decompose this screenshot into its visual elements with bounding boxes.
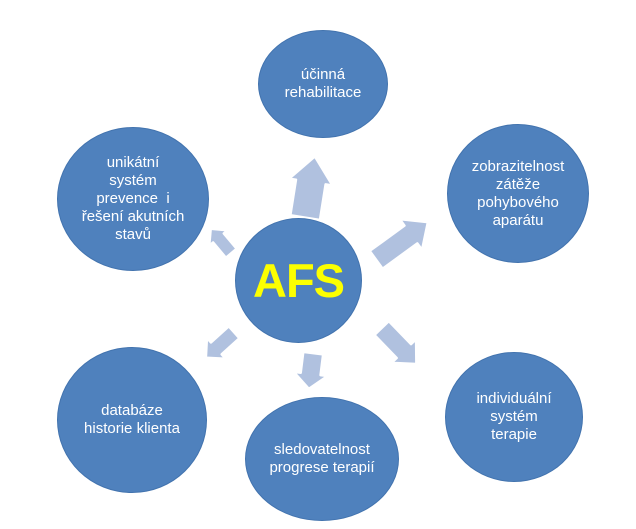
node-top-right: zobrazitelnost zátěže pohybového aparátu — [447, 124, 589, 263]
arrow-lower-left-icon — [204, 325, 241, 360]
node-top: účinná rehabilitace — [258, 30, 388, 138]
node-top-left-label: unikátní systém prevence i řešení akutní… — [81, 154, 185, 243]
node-top-left: unikátní systém prevence i řešení akutní… — [57, 127, 209, 271]
arrow-upper-left-icon — [207, 227, 238, 260]
node-center-afs: AFS — [235, 218, 362, 343]
node-bottom-left: databáze historie klienta — [57, 347, 207, 493]
node-top-right-label: zobrazitelnost zátěže pohybového aparátu — [471, 157, 565, 229]
node-top-label: účinná rehabilitace — [284, 66, 362, 101]
arrow-upper-right-icon — [368, 217, 430, 270]
arrow-up-icon — [287, 155, 334, 222]
node-bottom: sledovatelnost progrese terapií — [245, 397, 399, 521]
node-bottom-right: individuální systém terapie — [445, 352, 583, 482]
node-bottom-left-label: databáze historie klienta — [84, 402, 180, 437]
node-bottom-right-label: individuální systém terapie — [476, 390, 552, 443]
arrow-lower-right-icon — [373, 319, 418, 366]
center-afs-label: AFS — [253, 254, 345, 307]
arrow-down-icon — [292, 350, 329, 391]
node-bottom-label: sledovatelnost progrese terapií — [269, 441, 375, 476]
